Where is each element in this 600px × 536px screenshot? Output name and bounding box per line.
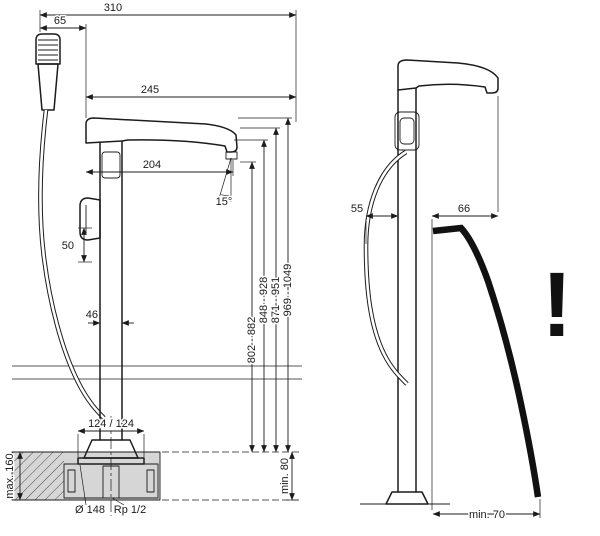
shower-holder-inner: [399, 117, 415, 145]
angle-spray-line: [217, 157, 232, 203]
dim-55-label: 55: [351, 203, 363, 215]
left-view-faucet: [12, 33, 302, 465]
hand-shower-head: [35, 33, 61, 65]
min70-label: min. 70: [469, 509, 505, 521]
anchor-bolt-left: [67, 469, 76, 493]
height-outlet-label: 802 - 882: [246, 317, 258, 363]
escutcheon-right: [385, 491, 429, 505]
aerator: [225, 151, 238, 160]
hand-shower-handle: [37, 63, 59, 111]
base-diameter-label: Ø 148: [75, 504, 105, 516]
dim-245-label: 245: [141, 84, 159, 96]
height-body-label: 871 - 951: [270, 277, 282, 323]
tub-rim-clearance: [365, 96, 542, 518]
spout-right: [397, 59, 499, 94]
mixer-handle: [79, 197, 101, 241]
tub-rim-line: [432, 224, 542, 498]
anchor-bolt-right: [146, 469, 155, 493]
dimension-labels: 310 65 245 204 15° 50 46 802 - 882 848 -…: [3, 1, 573, 523]
spray-angle-label: 15°: [216, 196, 233, 208]
spout: [85, 117, 238, 153]
shower-holder-detail: [101, 151, 121, 179]
dim-65-label: 65: [54, 15, 66, 27]
shower-hose-right: [363, 150, 409, 386]
dim-66-label: 66: [458, 203, 470, 215]
base-plate: [77, 457, 145, 465]
dim-204-label: 204: [143, 159, 161, 171]
base-span-label: 124 / 124: [88, 418, 134, 430]
thread-leader-line: [111, 497, 125, 506]
floor-section: [11, 416, 302, 516]
left-dimension-lines: [17, 10, 298, 501]
angle-arc: [221, 194, 232, 197]
shower-hose-inner: [39, 109, 105, 419]
floor-thickness-label: max. 160: [4, 453, 16, 498]
right-view-faucet: [360, 59, 499, 505]
height-spout-label: 848 - 928: [258, 277, 270, 323]
dim-310-label: 310: [104, 2, 122, 14]
dim-46-label: 46: [86, 309, 98, 321]
warning-exclamation-icon: !: [542, 254, 573, 356]
shower-hose-right-inner: [364, 150, 408, 385]
connection-thread-label: Rp 1/2: [114, 504, 146, 516]
diameter-leader-line: [79, 464, 87, 506]
spray-face-lines: [38, 39, 58, 61]
dim-50-label: 50: [62, 240, 74, 252]
height-overall-label: 969 - 1049: [282, 264, 294, 317]
shower-holder-right: [394, 111, 420, 151]
embed-depth-label: min. 80: [279, 458, 291, 494]
